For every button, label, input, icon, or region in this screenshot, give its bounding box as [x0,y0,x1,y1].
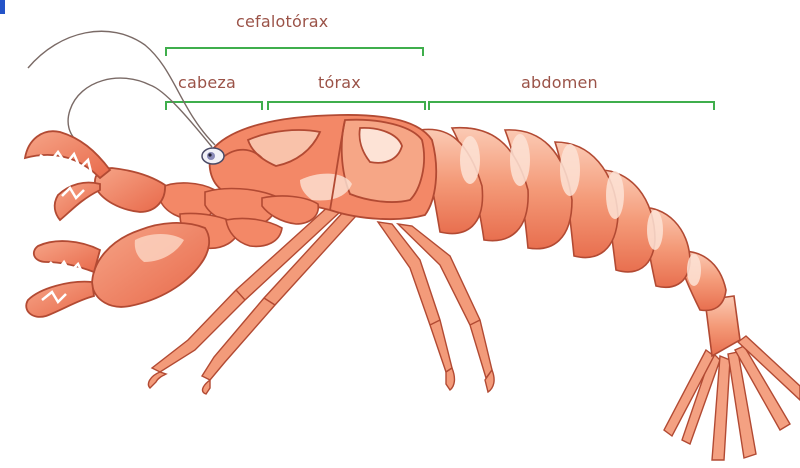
bracket-cabeza [166,102,262,110]
eye [202,148,224,164]
bracket-abdomen [429,102,714,110]
label-cabeza: cabeza [178,73,236,92]
label-torax: tórax [318,73,361,92]
label-abdomen: abdomen [521,73,598,92]
upper-claw [25,131,165,220]
bracket-cefalotorax [166,48,423,56]
label-cefalotorax: cefalotórax [236,12,328,31]
lower-claw [26,223,209,317]
tail-fan [664,336,800,460]
bracket-torax [268,102,425,110]
